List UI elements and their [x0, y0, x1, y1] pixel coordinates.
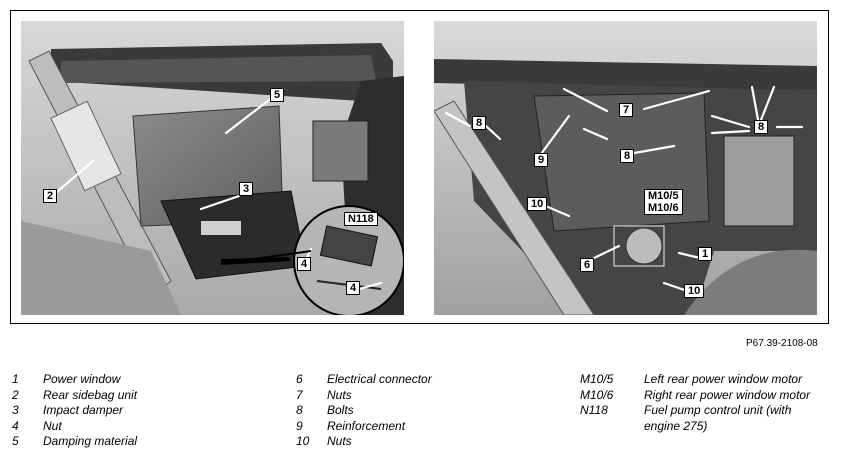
callout-9: 9	[534, 153, 549, 167]
right-photo: 8 7 8 8 9 10 M10/5 M10/6 1 6 10	[434, 21, 817, 315]
legend-row: 10 Nuts	[296, 434, 556, 450]
callout-2: 2	[43, 189, 58, 203]
legend-text: Reinforcement	[327, 418, 406, 433]
legend-text: Left rear power window motor	[644, 372, 803, 386]
legend-row: N118 Fuel pump control unit (with	[580, 403, 830, 419]
legend-row: 2 Rear sidebag unit	[12, 388, 272, 404]
callout-m10-5: M10/5	[648, 190, 679, 202]
callout-10-upper: 10	[527, 197, 548, 211]
legend-key: 5	[12, 434, 19, 448]
legend-text: Electrical connector	[327, 372, 432, 386]
legend-key: 1	[12, 372, 19, 386]
legend-text: Damping material	[43, 434, 138, 448]
legend-key: 6	[296, 372, 303, 386]
legend-key: 8	[296, 403, 303, 417]
callout-8-right: 8	[754, 120, 769, 134]
callout-n118: N118	[344, 212, 378, 226]
callout-7: 7	[619, 103, 634, 117]
legend-key: 3	[12, 403, 19, 417]
legend-key: 2	[12, 387, 19, 402]
callout-8-left: 8	[472, 116, 487, 130]
legend-text: Bolts	[327, 403, 354, 417]
legend-row: 4 Nut	[12, 419, 272, 435]
callout-m10-6: M10/6	[648, 202, 679, 214]
legend-text: Power window	[43, 372, 121, 386]
legend-row: 5 Damping material	[12, 434, 272, 450]
left-photo: 5 3 2 4 4 N118	[21, 21, 404, 315]
legend-text: Nut	[43, 418, 62, 433]
legend-text: Impact damper	[43, 403, 124, 417]
legend-text: Nuts	[327, 434, 352, 448]
legend-row: 7 Nuts	[296, 388, 556, 404]
legend-row: 9 Reinforcement	[296, 419, 556, 435]
figure-frame: 5 3 2 4 4 N118	[10, 10, 829, 324]
legend-row: M10/6 Right rear power window motor	[580, 388, 830, 404]
callout-6: 6	[580, 258, 595, 272]
callout-1: 1	[698, 247, 713, 261]
legend-text: Rear sidebag unit	[43, 387, 138, 402]
legend-key: 9	[296, 418, 303, 433]
callout-8-center: 8	[620, 149, 635, 163]
legend-row: 3 Impact damper	[12, 403, 272, 419]
legend-row: 1 Power window	[12, 372, 272, 388]
legend-text: Right rear power window motor	[644, 387, 811, 402]
callout-3: 3	[239, 182, 254, 196]
legend-column-3: M10/5 Left rear power window motor M10/6 R…	[580, 372, 830, 434]
figure-reference: P67.39-2108-08	[746, 338, 818, 349]
callout-10-lower: 10	[684, 284, 705, 298]
callout-5: 5	[270, 88, 285, 102]
legend-column-1: 1 Power window 2 Rear sidebag unit 3 Impact…	[12, 372, 272, 450]
legend-row: 6 Electrical connector	[296, 372, 556, 388]
legend-key: 7	[296, 387, 303, 402]
legend-key: 4	[12, 418, 19, 433]
legend-key: 10	[296, 434, 310, 448]
legend-key: N118	[580, 403, 608, 417]
legend-row: 8 Bolts	[296, 403, 556, 419]
legend-row: M10/5 Left rear power window motor	[580, 372, 830, 388]
legend-row: engine 275)	[580, 419, 830, 435]
legend-key: M10/6	[580, 387, 614, 402]
legend-text: Fuel pump control unit (with	[644, 403, 792, 417]
callout-4-inset-a: 4	[297, 257, 312, 271]
legend-text: engine 275)	[644, 418, 708, 433]
legend-text: Nuts	[327, 387, 352, 402]
callout-4-inset-b: 4	[346, 281, 361, 295]
legend-key: M10/5	[580, 372, 614, 386]
